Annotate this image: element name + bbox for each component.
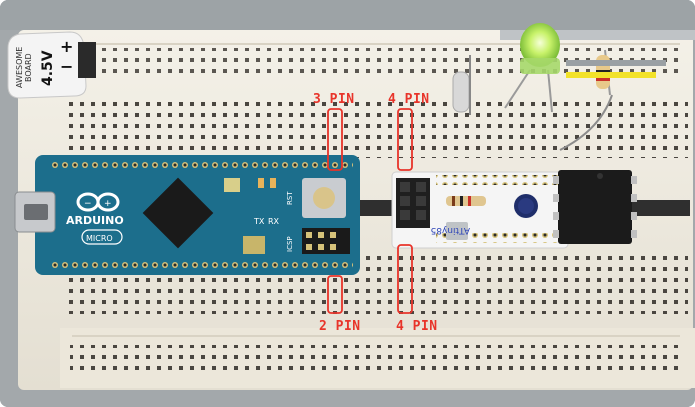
attiny85-chip xyxy=(553,170,637,244)
battery-plus: + xyxy=(60,37,73,56)
arduino-icsp: ICSP xyxy=(286,236,294,252)
label-2-pin: 2 PIN xyxy=(319,319,361,334)
battery-brand-2: BOARD xyxy=(24,53,33,82)
box-4pin-top xyxy=(397,108,413,171)
arduino-name: ARDUINO xyxy=(66,214,124,227)
attiny-name: ATtiny85 xyxy=(431,225,470,235)
label-4-pin-top: 4 PIN xyxy=(388,92,430,107)
arduino-micro: − + ARDUINO MICRO TX RX ICSP RST xyxy=(14,155,360,275)
svg-text:+: + xyxy=(104,199,112,209)
label-3-pin: 3 PIN xyxy=(313,92,355,107)
battery-minus: − xyxy=(60,57,73,76)
annotations xyxy=(327,108,413,314)
battery-voltage: 4.5V xyxy=(40,50,56,86)
arduino-tx: TX xyxy=(253,217,265,226)
svg-text:−: − xyxy=(84,199,92,209)
box-2pin-bottom xyxy=(327,275,343,314)
jumper-wires xyxy=(559,60,666,151)
box-4pin-bottom xyxy=(397,244,413,314)
capacitor xyxy=(452,55,471,115)
metal-plate xyxy=(500,30,695,40)
battery-brand-1: AWESOME xyxy=(15,47,24,88)
led-green xyxy=(504,23,560,113)
battery-board: AWESOME BOARD 4.5V + − xyxy=(7,31,96,99)
arduino-rst: RST xyxy=(286,191,294,205)
attiny-programmer: ATtiny85 xyxy=(391,171,569,249)
arduino-rx: RX xyxy=(268,217,280,226)
box-3pin-top xyxy=(327,108,343,171)
label-4-pin-bottom: 4 PIN xyxy=(396,319,438,334)
arduino-model: MICRO xyxy=(86,234,113,243)
